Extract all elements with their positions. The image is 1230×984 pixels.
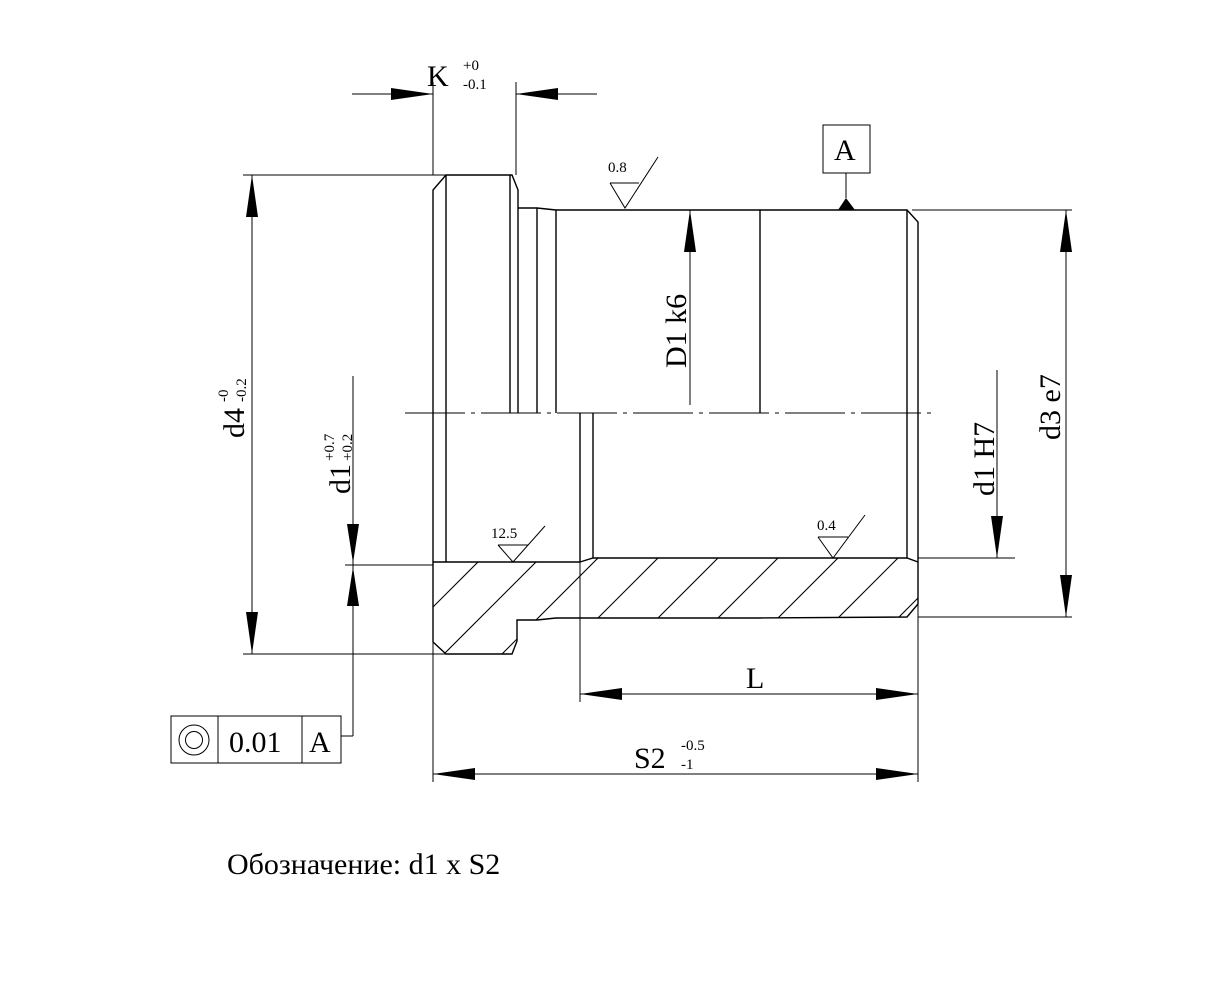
d1-left-label: d1 — [324, 464, 357, 494]
k-label: K — [427, 60, 449, 93]
designation-caption: Обозначение: d1 x S2 — [227, 848, 500, 881]
dimension-d1-h7: d1 H7 — [918, 370, 1015, 559]
roughness-outer: 0.8 — [608, 156, 659, 209]
d1-left-tol-lower: +0.2 — [340, 434, 356, 461]
s2-label: S2 — [634, 742, 666, 775]
d1-left-tol-upper: +0.7 — [322, 433, 338, 461]
l-label: L — [746, 662, 764, 695]
d3-label: d3 e7 — [1034, 374, 1067, 440]
tolerance-datum: A — [309, 726, 331, 759]
roughness-outer-value: 0.8 — [608, 160, 627, 176]
roughness-flange-bore: 12.5 — [491, 525, 546, 563]
section-hatching — [433, 558, 918, 654]
dimension-d4: d4 -0 -0.2 — [216, 174, 446, 655]
d4-label: d4 — [218, 408, 251, 438]
d4-tol-upper: -0 — [216, 390, 232, 403]
tolerance-value: 0.01 — [229, 726, 282, 759]
d1-k6-label: D1 k6 — [660, 294, 693, 368]
datum-a: A — [822, 124, 871, 210]
d1-h7-label: d1 H7 — [968, 422, 1001, 496]
dimension-k: K +0 -0.1 — [352, 58, 597, 175]
datum-letter: A — [834, 134, 856, 167]
d4-tol-lower: -0.2 — [234, 378, 250, 402]
k-tol-upper: +0 — [463, 58, 479, 74]
tolerance-frame: 0.01 A — [170, 715, 342, 764]
part-outline — [432, 174, 919, 655]
dimension-d3: d3 e7 — [912, 209, 1072, 618]
concentricity-icon — [178, 724, 210, 756]
roughness-bore: 0.4 — [817, 514, 866, 559]
dimension-s2: S2 -0.5 -1 — [432, 642, 919, 782]
k-tol-lower: -0.1 — [463, 77, 487, 93]
dimension-l: L — [579, 562, 919, 702]
dimension-d1-k6: D1 k6 — [660, 210, 696, 405]
s2-tol-lower: -1 — [681, 757, 694, 773]
roughness-flange-bore-value: 12.5 — [491, 526, 517, 542]
dimension-d1-left: d1 +0.7 +0.2 — [322, 376, 433, 737]
s2-tol-upper: -0.5 — [681, 738, 705, 754]
roughness-bore-value: 0.4 — [817, 518, 836, 534]
